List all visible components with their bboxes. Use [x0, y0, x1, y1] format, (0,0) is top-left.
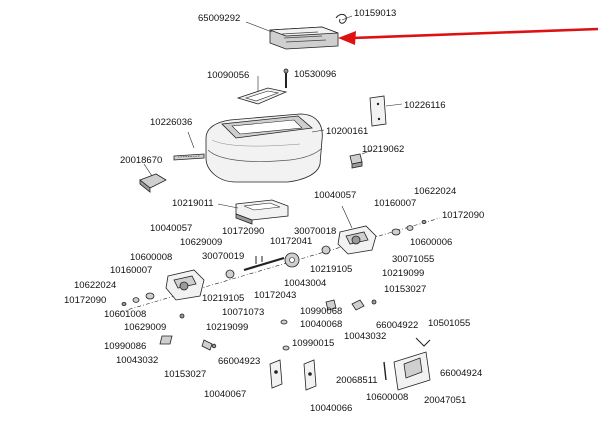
part-number-label[interactable]: 10090056 — [207, 70, 250, 81]
part-number-label[interactable]: 10172043 — [254, 290, 297, 301]
part-number-label[interactable]: 10501055 — [428, 318, 471, 329]
gasket-part[interactable] — [236, 87, 288, 105]
part-number-label[interactable]: 10040057 — [150, 223, 193, 234]
part-number-label[interactable]: 10629009 — [180, 237, 223, 248]
small-block-part[interactable] — [349, 153, 363, 169]
part-number-label[interactable]: 10071073 — [222, 307, 265, 318]
part-number-label[interactable]: 10219105 — [202, 293, 245, 304]
part-number-label[interactable]: 30071055 — [392, 254, 435, 265]
part-number-label[interactable]: 20018670 — [120, 155, 163, 166]
label-sticker-part[interactable] — [173, 153, 205, 161]
part-number-label[interactable]: 10153027 — [164, 369, 207, 380]
screw-part[interactable] — [283, 68, 289, 88]
left-bushing-part[interactable] — [121, 292, 155, 306]
part-number-label[interactable]: 10040068 — [300, 319, 343, 330]
left-gearbox-part[interactable] — [165, 269, 205, 301]
center-linkage-part[interactable] — [280, 299, 377, 351]
spring-clip-part[interactable] — [335, 13, 347, 24]
leader-line — [341, 15, 353, 21]
part-number-label[interactable]: 10990086 — [104, 341, 147, 352]
leader-line — [187, 131, 195, 149]
part-number-label[interactable]: 10226116 — [404, 100, 446, 111]
drive-shaft-part[interactable] — [225, 256, 285, 279]
leader-line — [311, 129, 325, 133]
right-bushing-part[interactable] — [391, 219, 427, 236]
part-number-label[interactable]: 66004922 — [376, 320, 419, 331]
part-number-label[interactable]: 10600008 — [130, 252, 173, 263]
part-number-label[interactable]: 10629009 — [124, 322, 167, 333]
part-number-label[interactable]: 10043032 — [344, 331, 387, 342]
part-number-label[interactable]: 10219099 — [382, 268, 425, 279]
part-number-label[interactable]: 10990068 — [300, 306, 343, 317]
part-number-label[interactable]: 10530096 — [294, 69, 337, 80]
part-number-label[interactable]: 10172090 — [64, 295, 107, 306]
bottom-arm-left-part[interactable] — [269, 359, 283, 389]
part-number-label[interactable]: 30070018 — [294, 226, 337, 237]
part-number-label[interactable]: 10219062 — [362, 144, 405, 155]
part-number-label[interactable]: 10040067 — [204, 389, 247, 400]
small-plate-part[interactable] — [369, 95, 387, 127]
part-number-label[interactable]: 20047051 — [424, 395, 467, 406]
center-gear-part[interactable] — [284, 252, 300, 268]
bottom-arm-center-part[interactable] — [303, 359, 317, 391]
highlight-arrow — [338, 27, 599, 45]
part-number-label[interactable]: 10040066 — [310, 403, 353, 414]
leader-line — [217, 203, 239, 209]
part-number-label[interactable]: 10622024 — [74, 280, 117, 291]
top-cover-part[interactable] — [269, 26, 339, 50]
part-number-label[interactable]: 10159013 — [354, 8, 397, 19]
small-rod-part[interactable] — [383, 361, 387, 381]
part-number-label[interactable]: 10622024 — [414, 186, 457, 197]
small-gear-part[interactable] — [321, 245, 331, 255]
part-number-label[interactable]: 10200161 — [326, 126, 369, 137]
leader-line — [385, 103, 403, 107]
part-number-label[interactable]: 20068511 — [336, 375, 378, 386]
part-number-label[interactable]: 10219105 — [310, 264, 353, 275]
right-gearbox-part[interactable] — [337, 225, 377, 255]
part-number-label[interactable]: 10600006 — [410, 237, 453, 248]
part-number-label[interactable]: 66004924 — [440, 368, 483, 379]
part-number-label[interactable]: 10153027 — [384, 284, 427, 295]
part-number-label[interactable]: 10040057 — [314, 190, 357, 201]
part-number-label[interactable]: 10990015 — [292, 338, 335, 349]
part-number-label[interactable]: 65009292 — [198, 13, 241, 24]
main-housing-part[interactable] — [205, 113, 323, 183]
part-number-label[interactable]: 10043004 — [284, 278, 327, 289]
part-number-label[interactable]: 10226036 — [150, 117, 193, 128]
part-number-label[interactable]: 10600008 — [366, 392, 409, 403]
part-number-label[interactable]: 10601008 — [104, 309, 147, 320]
pad-part[interactable] — [139, 173, 167, 193]
part-number-label[interactable]: 10172041 — [270, 236, 313, 247]
part-number-label[interactable]: 10160007 — [374, 198, 417, 209]
part-number-label[interactable]: 10043032 — [116, 355, 159, 366]
part-number-label[interactable]: 10219099 — [206, 322, 249, 333]
bottom-arm-right-part[interactable] — [393, 337, 431, 391]
part-number-label[interactable]: 10160007 — [110, 265, 153, 276]
leader-line — [245, 21, 273, 33]
leader-line — [361, 149, 373, 155]
part-number-label[interactable]: 66004923 — [218, 356, 261, 367]
part-number-label[interactable]: 30070019 — [202, 251, 245, 262]
battery-box-part[interactable] — [235, 199, 289, 225]
part-number-label[interactable]: 10172090 — [442, 210, 485, 221]
left-linkage-part[interactable] — [159, 313, 217, 351]
leader-line — [341, 205, 353, 229]
part-number-label[interactable]: 10172090 — [222, 226, 265, 237]
leader-line — [143, 163, 153, 177]
part-number-label[interactable]: 10219011 — [172, 198, 214, 209]
